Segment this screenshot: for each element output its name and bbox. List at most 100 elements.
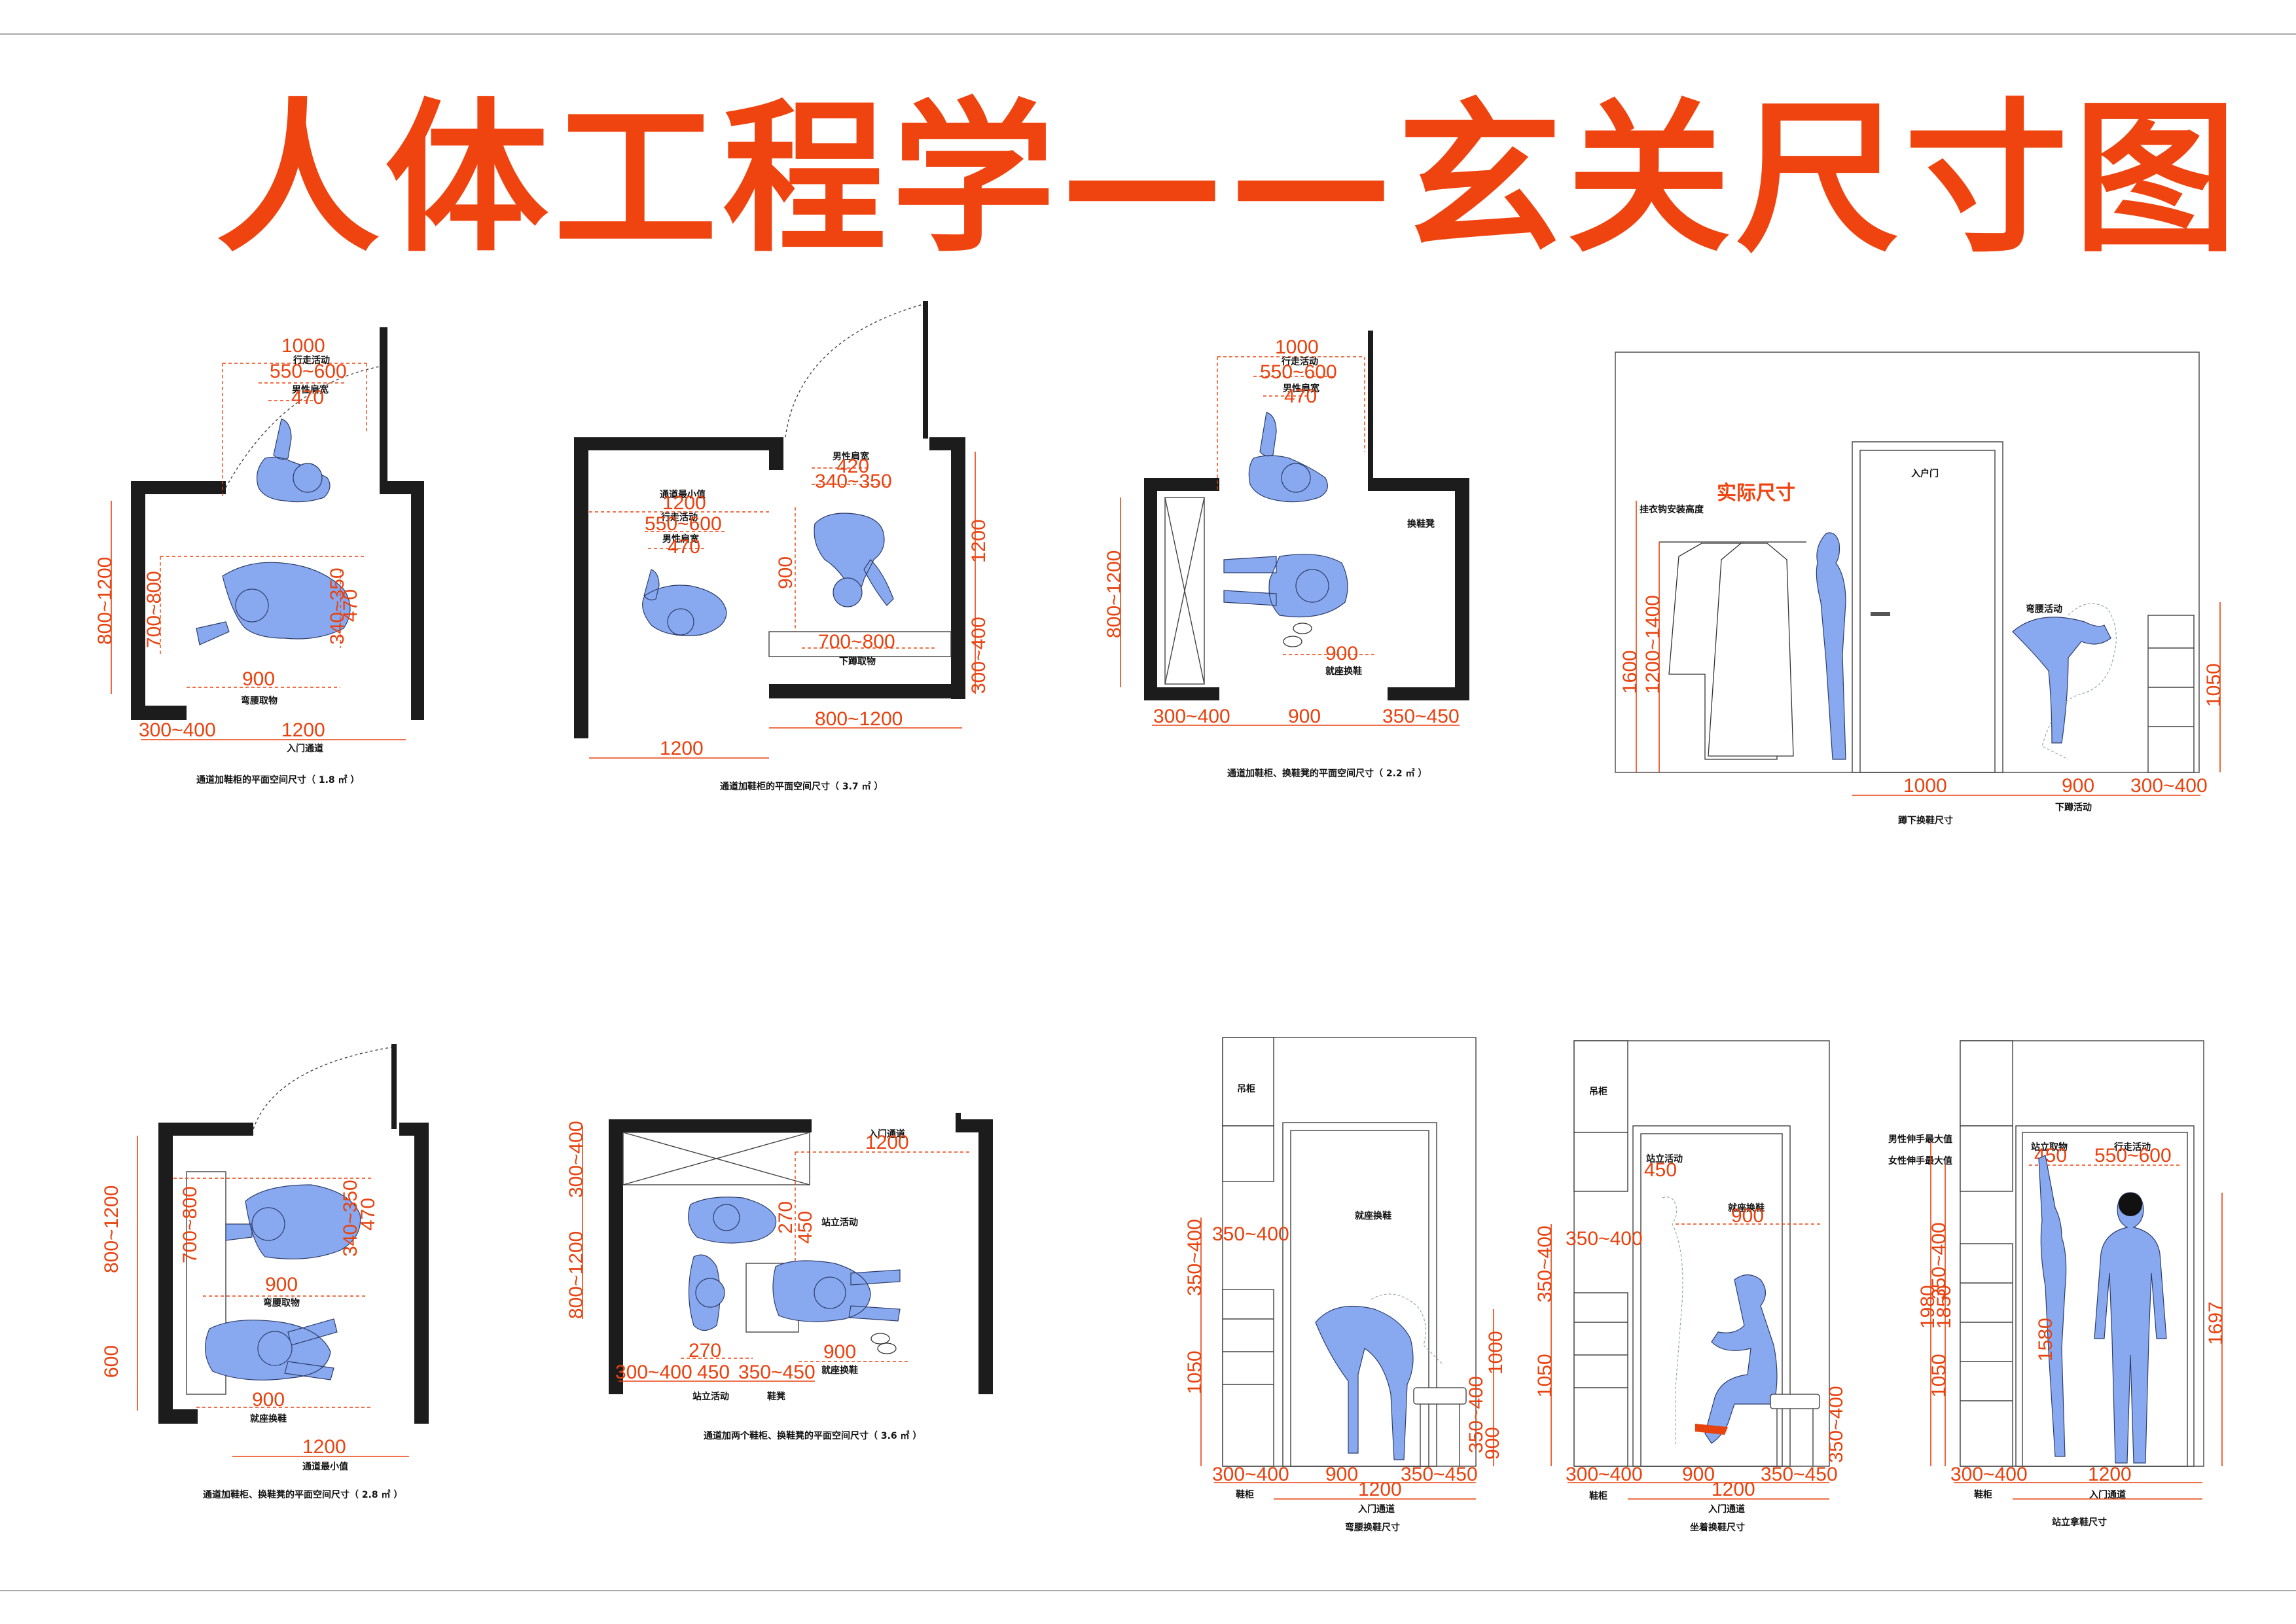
dim-900b: 900: [252, 1389, 285, 1411]
page-title: 人体工程学——玄关尺寸图: [216, 84, 2242, 274]
label-sit: 就座换鞋: [821, 1365, 858, 1376]
label-sit: 就座换鞋: [1325, 666, 1362, 677]
dim-800-1200: 800~1200: [94, 557, 116, 645]
dim-350-400: 350~400: [1566, 1228, 1643, 1250]
dim-450: 450: [795, 1211, 816, 1244]
dim-350-400v: 350~400: [1184, 1219, 1206, 1296]
dim-470: 470: [668, 536, 700, 558]
dim-900v: 900: [1482, 1427, 1503, 1460]
dim-900b: 900: [1682, 1464, 1715, 1485]
dim-300-400: 300~400: [1950, 1464, 2028, 1485]
elevation-1-caption: 蹲下换鞋尺寸: [1898, 815, 1953, 826]
dim-270: 270: [775, 1201, 797, 1234]
label-male-reach: 男性伸手最大值: [1888, 1134, 1952, 1145]
person-bending-figure: [2012, 617, 2111, 744]
person-shoulder-figure: [642, 569, 727, 636]
label-walk: 行走活动: [1281, 356, 1318, 367]
dim-800-1200: 800~1200: [565, 1231, 587, 1319]
dim-300-400: 300~400: [139, 719, 216, 741]
dim-900: 900: [775, 556, 797, 589]
label-shoe-cabinet: 鞋柜: [1236, 1489, 1254, 1500]
person-sitting-figure: [1704, 1274, 1778, 1444]
label-entrance: 入门通道: [2089, 1489, 2126, 1500]
dim-300-400: 300~400: [1566, 1464, 1643, 1485]
label-shoulder: 男性肩宽: [1283, 383, 1319, 394]
person-standing-ghost: [1662, 1197, 1683, 1447]
dim-450: 450: [1644, 1159, 1677, 1181]
dim-1200-1400: 1200~1400: [1642, 595, 1664, 694]
dim-550-600: 550~600: [645, 513, 722, 535]
label-min: 通道最小值: [660, 489, 706, 500]
dim-1200: 1200: [865, 1132, 909, 1153]
dim-470: 470: [357, 1198, 379, 1231]
person-bending-figure: [196, 562, 351, 645]
dim-300-400: 300~400: [968, 617, 990, 694]
label-bench: 换鞋凳: [1407, 518, 1435, 530]
person-reaching-figure: [2038, 1155, 2067, 1457]
dim-300-400b: 300~400: [615, 1362, 692, 1383]
elevation-2-caption: 弯腰换鞋尺寸: [1345, 1522, 1400, 1533]
dim-300-400: 300~400: [2130, 775, 2208, 797]
dim-1200: 1200: [281, 719, 325, 741]
label-stand-fetch: 站立取物: [2031, 1142, 2068, 1153]
dim-1000: 1000: [281, 335, 325, 357]
dim-900: 900: [242, 668, 275, 690]
elevation-4-caption: 站立拿鞋尺寸: [2052, 1517, 2107, 1528]
label-door: 入户门: [1911, 468, 1939, 479]
dim-420: 420: [836, 456, 869, 477]
plan-1-caption: 通道加鞋柜的平面空间尺寸（ 1.8 ㎡ ）: [196, 774, 359, 785]
dim-470: 470: [291, 387, 324, 408]
dim-1200: 1200: [2088, 1464, 2132, 1485]
dim-900b: 900: [1288, 706, 1321, 727]
label-walk: 行走活动: [2113, 1142, 2151, 1153]
dim-1580: 1580: [2035, 1318, 2056, 1362]
label-sit: 就座换鞋: [250, 1413, 287, 1424]
elevation-3: 吊柜 站立活动 450 就座换鞋 900 350~400 1050 350~40…: [1534, 1040, 1847, 1533]
label-entrance: 入门通道: [1708, 1504, 1745, 1515]
plan-4: 800~1200 600 700~800 340~350 470 900 弯腰取…: [101, 1044, 429, 1500]
dim-550-600: 550~600: [1260, 361, 1337, 383]
dim-1980: 1980: [1917, 1285, 1939, 1329]
dim-350-450: 350~450: [1761, 1464, 1838, 1485]
label-shoulder-2: 男性肩宽: [833, 451, 869, 462]
dim-1000: 1000: [1275, 336, 1319, 358]
dim-470: 470: [1284, 386, 1317, 407]
label-entrance: 入门通道: [287, 743, 323, 754]
label-bench: 鞋凳: [767, 1391, 786, 1402]
label-stand: 站立活动: [821, 1217, 858, 1228]
person-male-standing-figure: [2094, 1192, 2167, 1464]
dim-1200b: 1200: [968, 519, 990, 563]
label-cabinet: 吊柜: [1589, 1086, 1607, 1097]
dim-800-1200: 800~1200: [1103, 550, 1125, 638]
dim-1000: 1000: [1485, 1331, 1507, 1375]
plan-2: 通道最小值 1200 行走活动 550~600 男性肩宽 470 男性肩宽 42…: [574, 301, 990, 792]
label-stand-2: 站立活动: [692, 1391, 729, 1402]
person-bending-figure: [1315, 1305, 1414, 1460]
dim-600: 600: [101, 1345, 122, 1378]
dim-340-350: 340~350: [815, 471, 892, 492]
dim-1050: 1050: [1184, 1350, 1206, 1394]
dim-900: 900: [823, 1341, 856, 1363]
dim-1200: 1200: [1712, 1479, 1755, 1500]
label-bend: 弯腰活动: [2026, 604, 2062, 615]
dim-1050: 1050: [1928, 1354, 1950, 1398]
dim-550-600: 550~600: [2094, 1145, 2172, 1166]
dim-350-400v: 350~400: [1534, 1225, 1556, 1303]
dim-350-400b: 350~400: [1825, 1386, 1847, 1463]
dim-450b: 450: [697, 1362, 730, 1383]
dim-900: 900: [1731, 1205, 1764, 1227]
dim-1050: 1050: [2203, 663, 2225, 707]
dim-800-1200: 800~1200: [101, 1185, 122, 1273]
dim-340-350: 340~350: [340, 1180, 361, 1257]
label-shoulder: 男性肩宽: [292, 384, 329, 395]
dim-900: 900: [1325, 643, 1358, 664]
dim-350-450: 350~450: [1382, 706, 1460, 727]
label-walk: 行走活动: [660, 512, 698, 523]
dim-1600: 1600: [1619, 650, 1641, 694]
dim-300-400: 300~400: [1153, 706, 1230, 727]
slipper-icon: [1695, 1424, 1728, 1435]
label-squat: 下蹲取物: [839, 656, 876, 667]
plan-1: 1000 行走活动 550~600 男性肩宽 470 800~1200 700~…: [94, 327, 424, 785]
plan-5-caption: 通道加两个鞋柜、换鞋凳的平面空间尺寸（ 3.6 ㎡ ）: [704, 1430, 922, 1441]
dim-900: 900: [2062, 775, 2094, 797]
